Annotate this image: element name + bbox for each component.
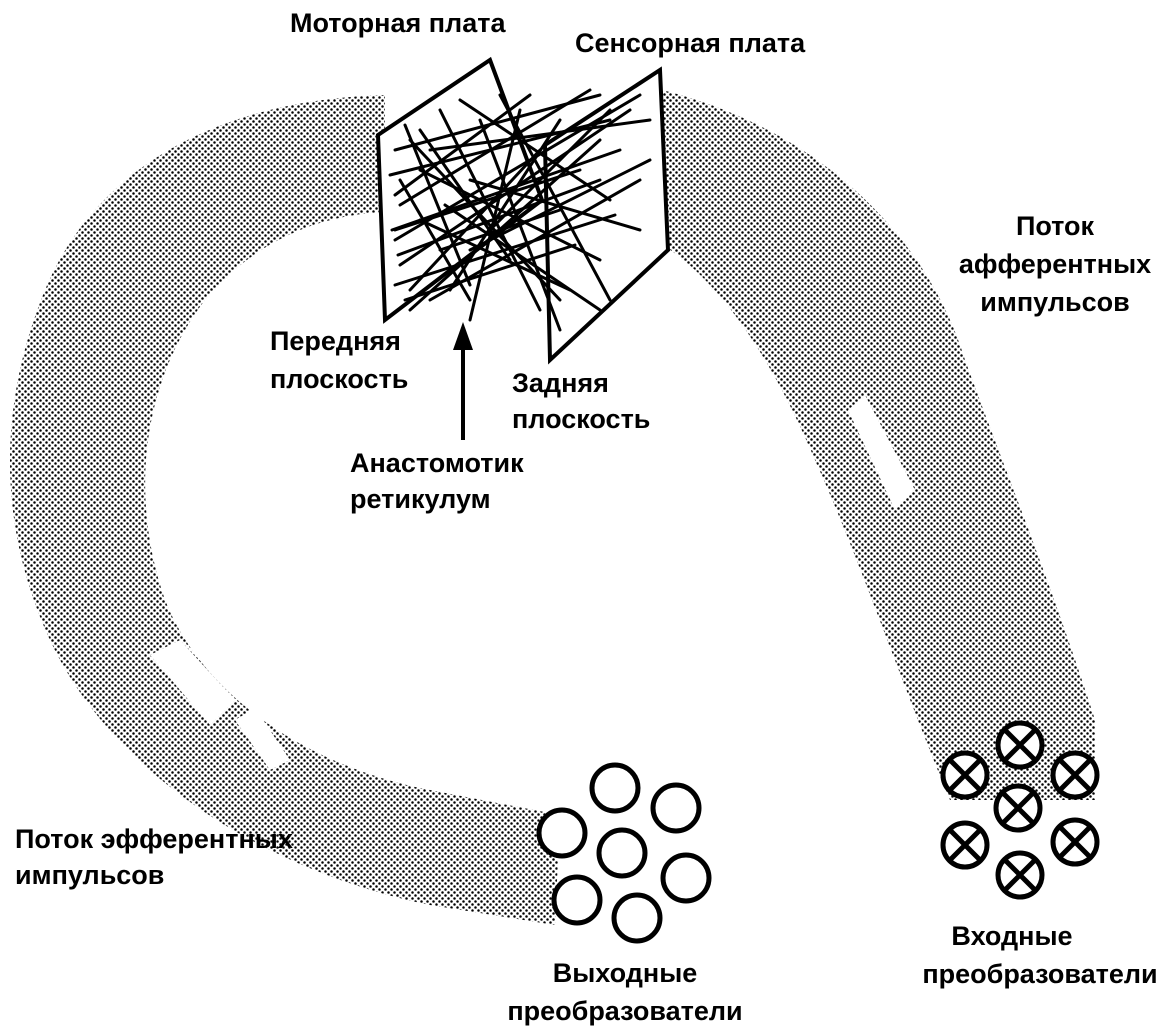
reticulum-fiber	[438, 108, 542, 312]
back-plane-label-1: Задняя	[512, 368, 609, 398]
input-transducer	[940, 750, 990, 800]
reticulum-fiber	[468, 178, 642, 232]
reticulum-fiber	[468, 108, 522, 322]
output-transducer	[536, 807, 588, 859]
reticulum-label-1: Анастомотик	[350, 448, 524, 478]
input-transducer	[995, 850, 1045, 900]
motor-plate-label: Моторная плата	[290, 8, 506, 38]
afferent-flow-band	[630, 85, 1095, 800]
reticulum-fiber	[438, 208, 562, 252]
input-transducer	[1050, 817, 1100, 867]
efferent-flow-band	[10, 95, 560, 925]
reticulum-fiber	[428, 118, 652, 152]
output-transducers	[536, 762, 712, 944]
reticulum-fiber	[408, 148, 542, 292]
afferent-label-3: импульсов	[980, 287, 1129, 317]
output-transducer	[596, 827, 648, 879]
reticulum-fiber	[498, 93, 612, 302]
reticulum-fiber	[398, 88, 592, 207]
afferent-label-2: афферентных	[959, 249, 1151, 279]
output-transducers-label-1: Выходные	[553, 958, 698, 988]
reticulum-fiber	[418, 128, 512, 262]
input-transducer	[995, 720, 1045, 770]
input-transducers-label-2: преобразователи	[922, 959, 1157, 989]
reticulum-fiber	[418, 218, 572, 292]
reticulum-fiber	[393, 213, 617, 287]
front-plane-label-1: Передняя	[270, 326, 401, 356]
afferent-band-gap	[848, 395, 915, 510]
reticulum-fiber	[448, 118, 562, 292]
efferent-band-gap-2	[235, 708, 290, 770]
efferent-label-2: импульсов	[15, 860, 164, 890]
input-transducers	[940, 720, 1100, 900]
efferent-label-1: Поток эфферентных	[15, 824, 293, 854]
back-plane-label-2: плоскость	[512, 404, 650, 434]
reticulum-arrow	[453, 322, 473, 440]
reticulum-label-2: ретикулум	[350, 484, 491, 514]
output-transducer	[660, 852, 712, 904]
reticulum-fibers	[388, 88, 652, 332]
reticulum-fiber	[468, 158, 652, 252]
afferent-label-1: Поток	[1016, 211, 1095, 241]
input-transducer	[940, 820, 990, 870]
efferent-band-gap-1	[150, 640, 235, 725]
reticulum-fiber	[393, 168, 582, 232]
reticulum-fiber	[408, 138, 602, 312]
output-transducer	[551, 874, 603, 926]
reticulum-fiber	[428, 178, 642, 302]
reticulum-fiber	[403, 123, 472, 287]
reticulum-fiber	[458, 98, 612, 202]
input-transducers-label-1: Входные	[951, 921, 1072, 951]
reticulum-fiber	[398, 178, 472, 302]
reticulum-fiber	[488, 108, 612, 232]
input-transducer	[993, 783, 1043, 833]
sensor-plate-label: Сенсорная плата	[575, 28, 806, 58]
output-transducer	[611, 892, 663, 944]
front-plane-label-2: плоскость	[270, 364, 408, 394]
input-transducer	[1050, 750, 1100, 800]
reticulum-fiber	[418, 168, 602, 262]
output-transducer	[650, 782, 702, 834]
output-transducer	[589, 762, 641, 814]
output-transducers-label-2: преобразователи	[507, 996, 742, 1026]
